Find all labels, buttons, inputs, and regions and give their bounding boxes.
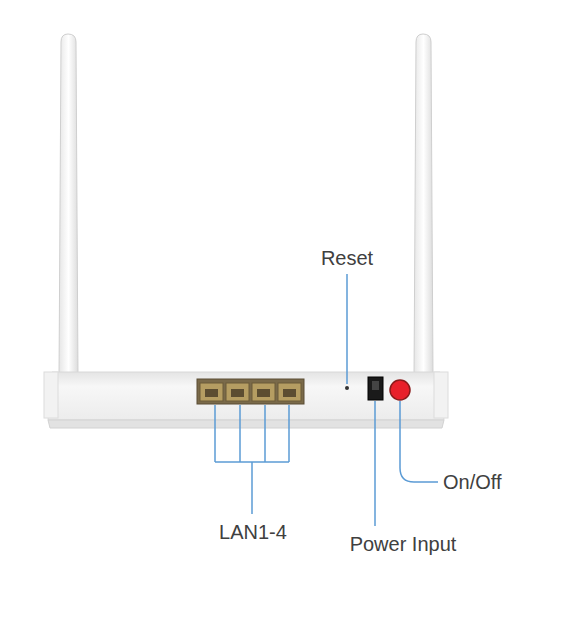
reset-hole — [345, 386, 349, 390]
router-body — [48, 372, 444, 420]
side-foot — [434, 372, 448, 418]
part-label: Power Input — [350, 533, 457, 555]
power-jack — [368, 377, 383, 400]
part-label: On/Off — [443, 471, 502, 493]
leader-lines — [215, 274, 438, 526]
power-button — [390, 380, 410, 400]
router-base — [48, 420, 444, 428]
lan-ports — [197, 379, 304, 404]
antenna — [414, 34, 433, 378]
part-label: Reset — [321, 247, 373, 269]
antenna — [59, 34, 78, 378]
part-label: LAN1-4 — [219, 521, 287, 543]
side-foot — [44, 372, 58, 418]
